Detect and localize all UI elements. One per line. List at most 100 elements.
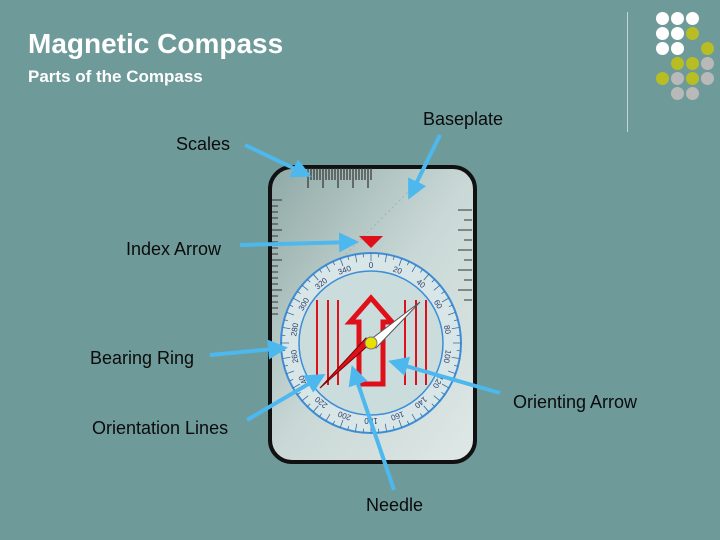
pointer-needle <box>348 365 396 491</box>
ring-tick <box>354 423 358 432</box>
ring-tick <box>301 284 309 291</box>
ring-tick <box>441 291 445 295</box>
ring-tick <box>453 319 459 322</box>
label-bearing-ring: Bearing Ring <box>90 348 195 368</box>
decorative-dot <box>671 57 684 70</box>
slide-title: Magnetic Compass <box>28 28 284 59</box>
decorative-dot <box>686 12 699 25</box>
ring-tick <box>441 391 445 395</box>
ring-tick <box>312 405 319 413</box>
ring-tick <box>347 255 350 261</box>
ring-tick <box>431 279 435 283</box>
ring-tick <box>431 403 435 407</box>
decorative-dot <box>701 57 714 70</box>
orienting-arrow <box>344 294 398 387</box>
ring-tick <box>286 311 295 316</box>
ring-tick <box>441 383 450 389</box>
label-index-arrow: Index Arrow <box>126 239 222 259</box>
ring-tick <box>301 395 309 402</box>
ring-number: 0 <box>369 261 374 270</box>
ring-tick <box>319 413 323 417</box>
ring-tick <box>419 413 423 417</box>
ring-number: 260 <box>289 349 300 364</box>
ring-number: 80 <box>442 324 453 335</box>
decorative-dot <box>671 87 684 100</box>
label-scales: Scales <box>176 134 231 154</box>
ring-tick <box>292 383 301 389</box>
decorative-dot <box>671 72 684 85</box>
ring-tick <box>447 311 456 316</box>
ring-tick <box>289 304 294 308</box>
ring-tick <box>319 269 323 273</box>
label-orientation-lines: Orientation Lines <box>92 418 229 438</box>
label-orienting-arrow: Orienting Arrow <box>513 392 638 412</box>
ring-tick <box>411 413 417 422</box>
slide-subtitle: Parts of the Compass <box>28 67 203 86</box>
decorative-dot <box>656 72 669 85</box>
ring-tick <box>289 378 294 382</box>
ring-number: 100 <box>442 349 453 364</box>
ring-tick <box>283 319 289 322</box>
ring-tick <box>332 261 336 266</box>
ring-tick <box>447 370 456 375</box>
ring-tick <box>312 273 319 281</box>
ring-tick <box>384 254 388 263</box>
decorative-dot <box>686 27 699 40</box>
label-baseplate: Baseplate <box>423 109 504 129</box>
ring-number: 340 <box>337 264 353 277</box>
ring-tick <box>423 273 430 281</box>
index-arrow <box>359 236 383 248</box>
ring-tick <box>354 254 358 263</box>
pointer-index-arrow <box>239 232 359 253</box>
ring-tick <box>292 297 301 303</box>
needle <box>319 301 421 389</box>
ring-tick <box>448 304 453 308</box>
ring-tick <box>286 370 295 375</box>
ring-tick <box>283 364 289 367</box>
ring-tick <box>441 297 450 303</box>
ring-tick <box>339 258 344 267</box>
ring-tick <box>307 403 311 407</box>
ring-number: 200 <box>336 409 352 422</box>
ring-tick <box>398 419 403 428</box>
decorative-dot <box>701 72 714 85</box>
needle-pivot <box>364 336 378 350</box>
ring-tick <box>423 405 430 413</box>
pointer-orienting-arrow <box>388 356 501 395</box>
decorative-divider <box>627 12 628 132</box>
ring-tick <box>347 425 350 431</box>
decorative-dot <box>701 42 714 55</box>
ring-tick <box>392 255 395 261</box>
decorative-dot <box>686 57 699 70</box>
ring-tick <box>453 364 459 367</box>
label-needle: Needle <box>366 495 424 515</box>
ring-tick <box>384 423 388 432</box>
ring-number: 160 <box>389 409 405 422</box>
ring-tick <box>325 413 331 422</box>
ring-tick <box>282 326 291 330</box>
ring-tick <box>433 395 441 402</box>
ring-tick <box>297 391 301 395</box>
decorative-dot <box>671 27 684 40</box>
decorative-dot <box>656 12 669 25</box>
ring-tick <box>297 291 301 295</box>
ring-tick <box>419 269 423 273</box>
ring-tick <box>398 258 403 267</box>
decorative-dot <box>686 87 699 100</box>
ring-tick <box>411 264 417 273</box>
ring-tick <box>307 279 311 283</box>
ring-tick <box>325 264 331 273</box>
decorative-dot <box>671 42 684 55</box>
ring-tick <box>332 420 336 425</box>
ring-tick <box>406 420 410 425</box>
decorative-dot <box>686 72 699 85</box>
pointer-scales <box>244 143 312 178</box>
ring-number: 280 <box>289 322 300 337</box>
pointer-orientation-lines <box>245 373 326 422</box>
decorative-dot <box>656 42 669 55</box>
pointer-bearing-ring <box>209 339 288 360</box>
ring-tick <box>451 356 460 360</box>
decorative-dot <box>656 27 669 40</box>
